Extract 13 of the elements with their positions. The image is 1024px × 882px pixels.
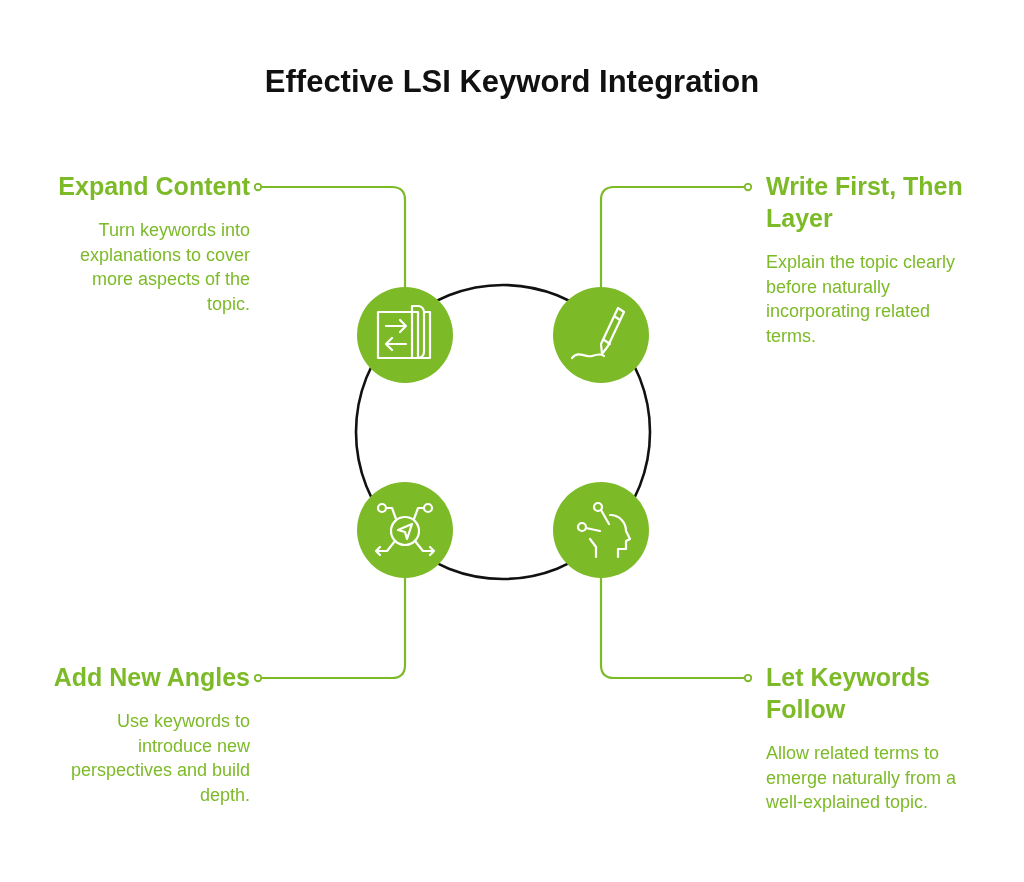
step-description: Allow related terms to emerge naturally from a well-explained topic. — [766, 742, 958, 814]
leader-line — [253, 578, 407, 683]
step-heading: Let Keywords Follow — [766, 662, 931, 725]
leader-line — [599, 578, 753, 683]
step-heading: Write First, Then Layer — [766, 171, 964, 234]
diagram-title: Effective LSI Keyword Integration — [263, 64, 761, 100]
leader-line — [253, 182, 407, 287]
step-description: Turn keywords into explanations to cover more aspects of the topic. — [78, 219, 250, 316]
step-heading: Expand Content — [57, 171, 250, 202]
leader-line — [599, 182, 753, 287]
step-description: Use keywords to introduce new perspectives and build depth. — [69, 710, 250, 807]
step-heading: Add New Angles — [52, 662, 250, 693]
step-description: Explain the topic clearly before naturally incorporating related terms. — [766, 251, 957, 348]
